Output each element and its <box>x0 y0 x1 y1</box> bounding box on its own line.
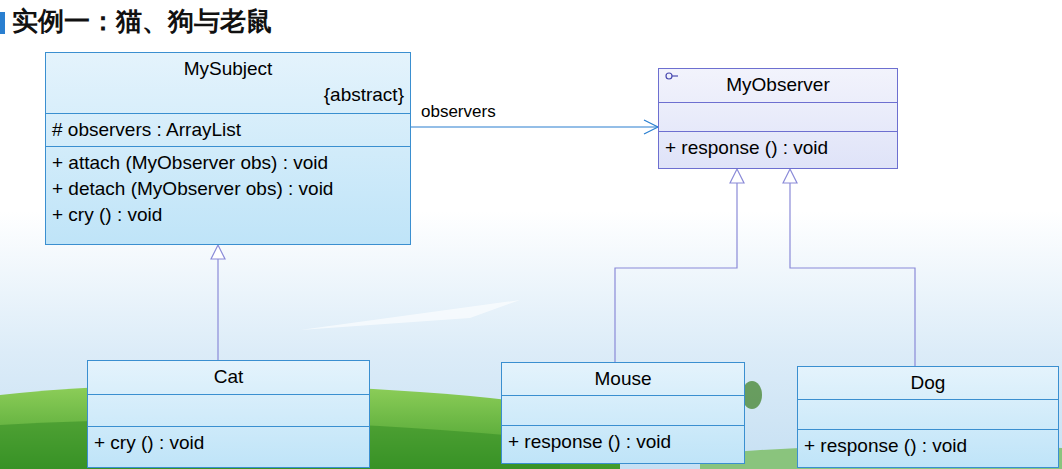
class-member: # observers : ArrayList <box>52 117 404 143</box>
class-compartment: MyObserver <box>659 69 897 102</box>
class-compartment: + response () : void <box>502 425 744 463</box>
interface-box: MyObserver + response () : void <box>658 68 898 169</box>
class-member: + detach (MyObserver obs) : void <box>52 176 404 202</box>
class-compartment: Cat <box>88 361 369 394</box>
generalization-arrow <box>783 169 915 366</box>
class-member: + cry () : void <box>52 202 404 228</box>
class-compartment: + attach (MyObserver obs) : void+ detach… <box>46 146 410 244</box>
class-compartment: MySubject{abstract} <box>46 53 410 113</box>
class-member: + response () : void <box>804 433 1052 459</box>
class-box: MySubject{abstract} # observers : ArrayLi… <box>45 52 411 245</box>
slide-title: 实例一：猫、狗与老鼠 <box>12 4 272 39</box>
class-compartment <box>659 102 897 131</box>
class-member: + response () : void <box>665 135 891 161</box>
generalization-arrow <box>211 245 225 360</box>
class-compartment: + response () : void <box>798 429 1058 467</box>
class-compartment: Mouse <box>502 363 744 395</box>
class-member: {abstract} <box>52 82 404 108</box>
class-box: Dog + response () : void <box>797 366 1059 468</box>
class-name: MySubject <box>52 56 404 82</box>
class-name: Mouse <box>508 366 738 392</box>
class-name: MyObserver <box>665 72 891 98</box>
class-compartment: # observers : ArrayList <box>46 113 410 146</box>
class-name: Cat <box>94 364 363 390</box>
association-arrow <box>411 120 658 134</box>
class-box: Cat + cry () : void <box>87 360 370 468</box>
class-member: + response () : void <box>508 429 738 455</box>
class-compartment <box>88 394 369 426</box>
title-bullet <box>0 12 5 34</box>
class-box: Mouse + response () : void <box>501 362 745 464</box>
edge-label: observers <box>421 102 496 122</box>
class-compartment: Dog <box>798 367 1058 399</box>
class-compartment: + response () : void <box>659 131 897 168</box>
class-name: Dog <box>804 370 1052 396</box>
class-compartment <box>798 399 1058 429</box>
class-compartment <box>502 395 744 425</box>
class-member: + cry () : void <box>94 430 363 456</box>
generalization-arrow <box>615 169 744 362</box>
class-member: + attach (MyObserver obs) : void <box>52 150 404 176</box>
class-compartment: + cry () : void <box>88 426 369 467</box>
